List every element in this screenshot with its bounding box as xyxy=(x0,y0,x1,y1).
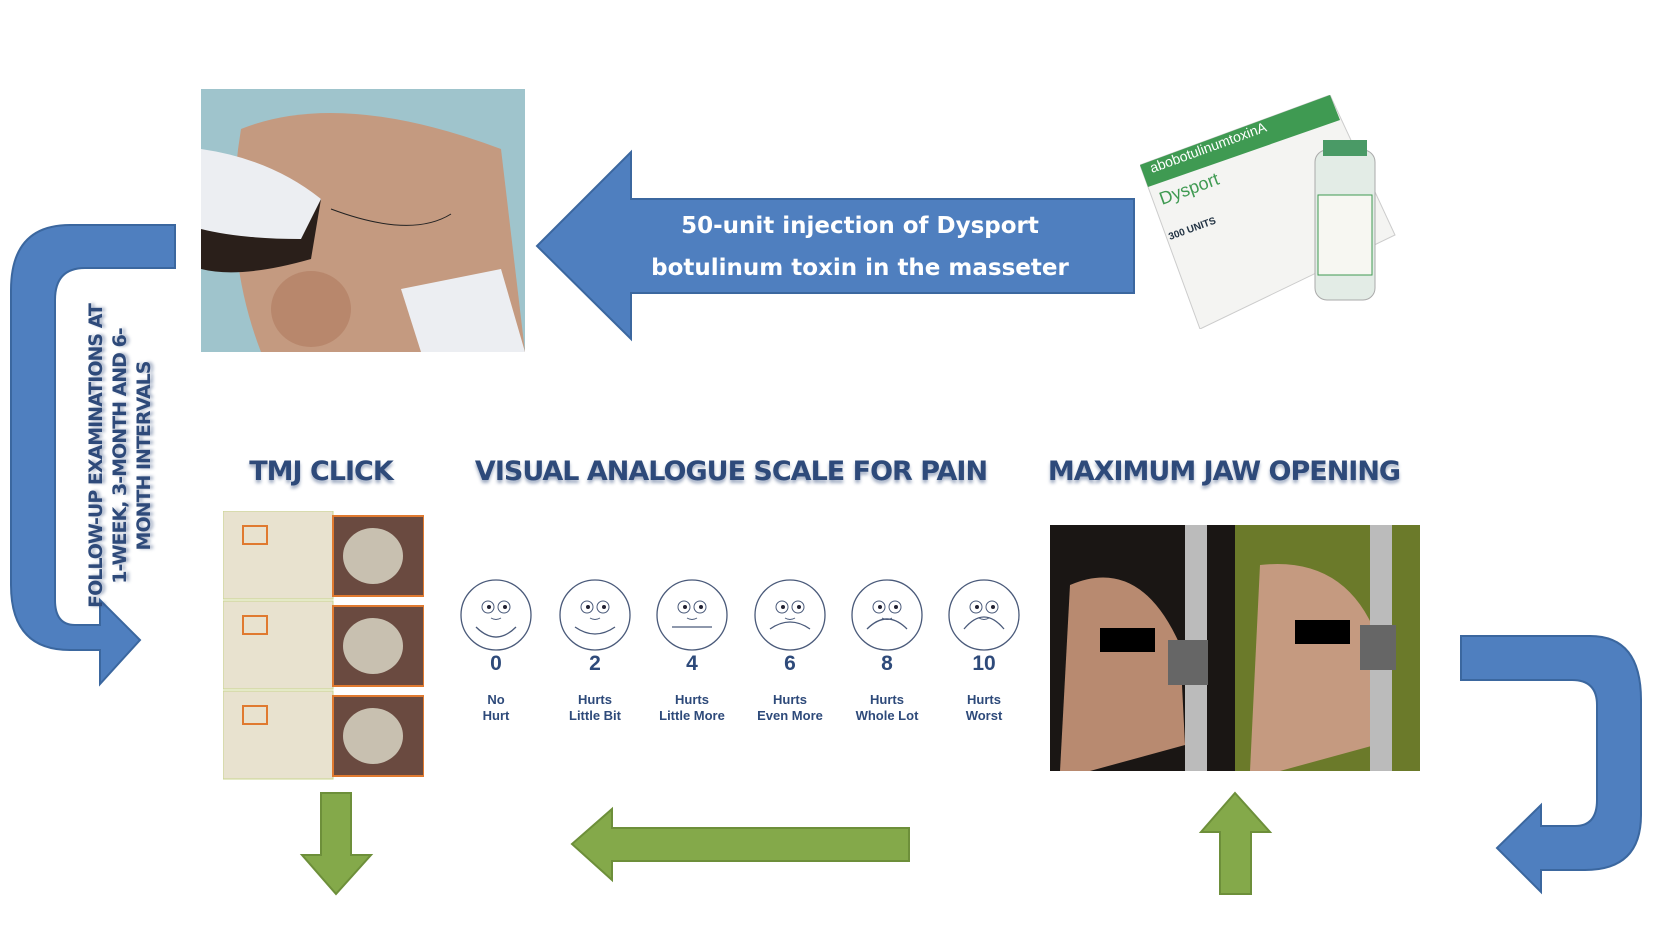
green-down-arrow xyxy=(299,792,374,896)
pain-score: 10 xyxy=(972,652,996,675)
pain-score: 8 xyxy=(881,652,893,675)
pain-label-line2: Little Bit xyxy=(569,708,621,723)
injection-arrow xyxy=(535,149,1135,342)
pain-label-line2: Even More xyxy=(757,708,823,723)
tmj-click-title: TMJ CLICK xyxy=(249,456,394,487)
injection-text: 50-unit injection of Dysport botulinum t… xyxy=(651,213,1069,323)
vas-title: VISUAL ANALOGUE SCALE FOR PAIN xyxy=(474,456,988,487)
pain-label-line2: Little More xyxy=(659,708,725,723)
pain-label-line1: No xyxy=(487,692,505,707)
return-curved-arrow xyxy=(1460,635,1642,895)
pain-label-line1: Hurts xyxy=(870,692,904,707)
dysport-product-image: abobotulinumtoxinA Dysport 300 UNITS xyxy=(1140,95,1400,329)
pain-label-line2: Whole Lot xyxy=(855,708,919,723)
green-left-arrow xyxy=(570,806,910,883)
followup-curved-arrow xyxy=(10,224,176,687)
injection-photo xyxy=(201,89,525,352)
pain-score: 2 xyxy=(589,652,601,675)
pain-label-line1: Hurts xyxy=(675,692,709,707)
pain-score: 4 xyxy=(686,652,698,675)
pain-score: 0 xyxy=(490,652,502,675)
pain-label-line1: Hurts xyxy=(578,692,612,707)
pain-score: 6 xyxy=(784,652,796,675)
pain-label-line2: Worst xyxy=(965,708,1003,723)
pain-label-line2: Hurt xyxy=(482,708,510,723)
pain-label-line1: Hurts xyxy=(967,692,1001,707)
followup-text: FOLLOW-UP EXAMINATIONS AT 1-WEEK, 3-MONT… xyxy=(85,304,155,608)
jaw-opening-title: MAXIMUM JAW OPENING xyxy=(1047,456,1401,487)
pain-label-line1: Hurts xyxy=(773,692,807,707)
green-up-arrow xyxy=(1198,791,1273,895)
jaw-opening-photo xyxy=(1050,525,1420,771)
tmj-click-illustration xyxy=(223,511,424,781)
